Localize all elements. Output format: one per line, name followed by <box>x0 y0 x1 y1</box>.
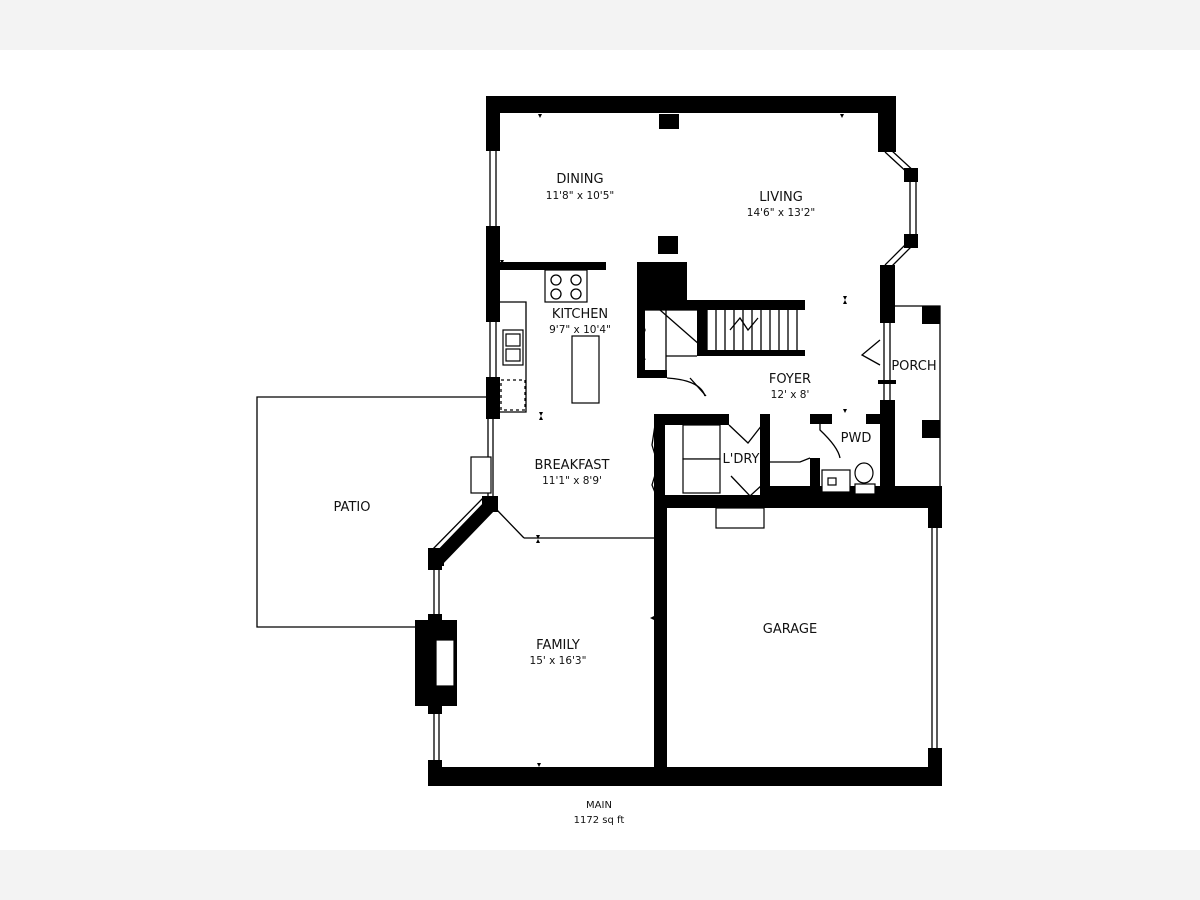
kitchen-fixtures <box>500 269 600 413</box>
patio-label: PATIO <box>334 500 371 515</box>
windows <box>429 149 938 760</box>
foyer-size: 12' x 8' <box>771 389 810 401</box>
family-label: FAMILY <box>536 638 580 653</box>
kitchen-label: KITCHEN <box>552 307 608 322</box>
dimension-markers <box>500 114 847 767</box>
foyer-label: FOYER <box>769 372 811 387</box>
porch-outline <box>895 305 941 496</box>
floor-area: 1172 sq ft <box>574 815 625 826</box>
family-size: 15' x 16'3" <box>530 655 587 667</box>
floor-name: MAIN <box>586 800 612 811</box>
porch-label: PORCH <box>891 359 936 374</box>
floor-plan: DINING 11'8" x 10'5" LIVING 14'6" x 13'2… <box>256 96 942 826</box>
interior-walls <box>415 114 940 706</box>
floor-plan-canvas: DINING 11'8" x 10'5" LIVING 14'6" x 13'2… <box>0 50 1200 850</box>
patio-outline <box>256 396 487 628</box>
doors <box>470 339 896 539</box>
laundry-label: L'DRY <box>723 452 760 467</box>
living-label: LIVING <box>759 190 803 205</box>
dining-label: DINING <box>556 172 603 187</box>
garage-label: GARAGE <box>763 622 817 637</box>
dining-size: 11'8" x 10'5" <box>546 190 614 202</box>
pwd-fixtures <box>770 424 876 495</box>
breakfast-label: BREAKFAST <box>535 458 610 473</box>
staircase <box>639 309 798 397</box>
pwd-label: PWD <box>841 431 872 446</box>
living-size: 14'6" x 13'2" <box>747 207 815 219</box>
breakfast-size: 11'1" x 8'9' <box>542 475 602 487</box>
laundry-fixtures <box>651 424 765 529</box>
kitchen-size: 9'7" x 10'4" <box>549 324 611 336</box>
